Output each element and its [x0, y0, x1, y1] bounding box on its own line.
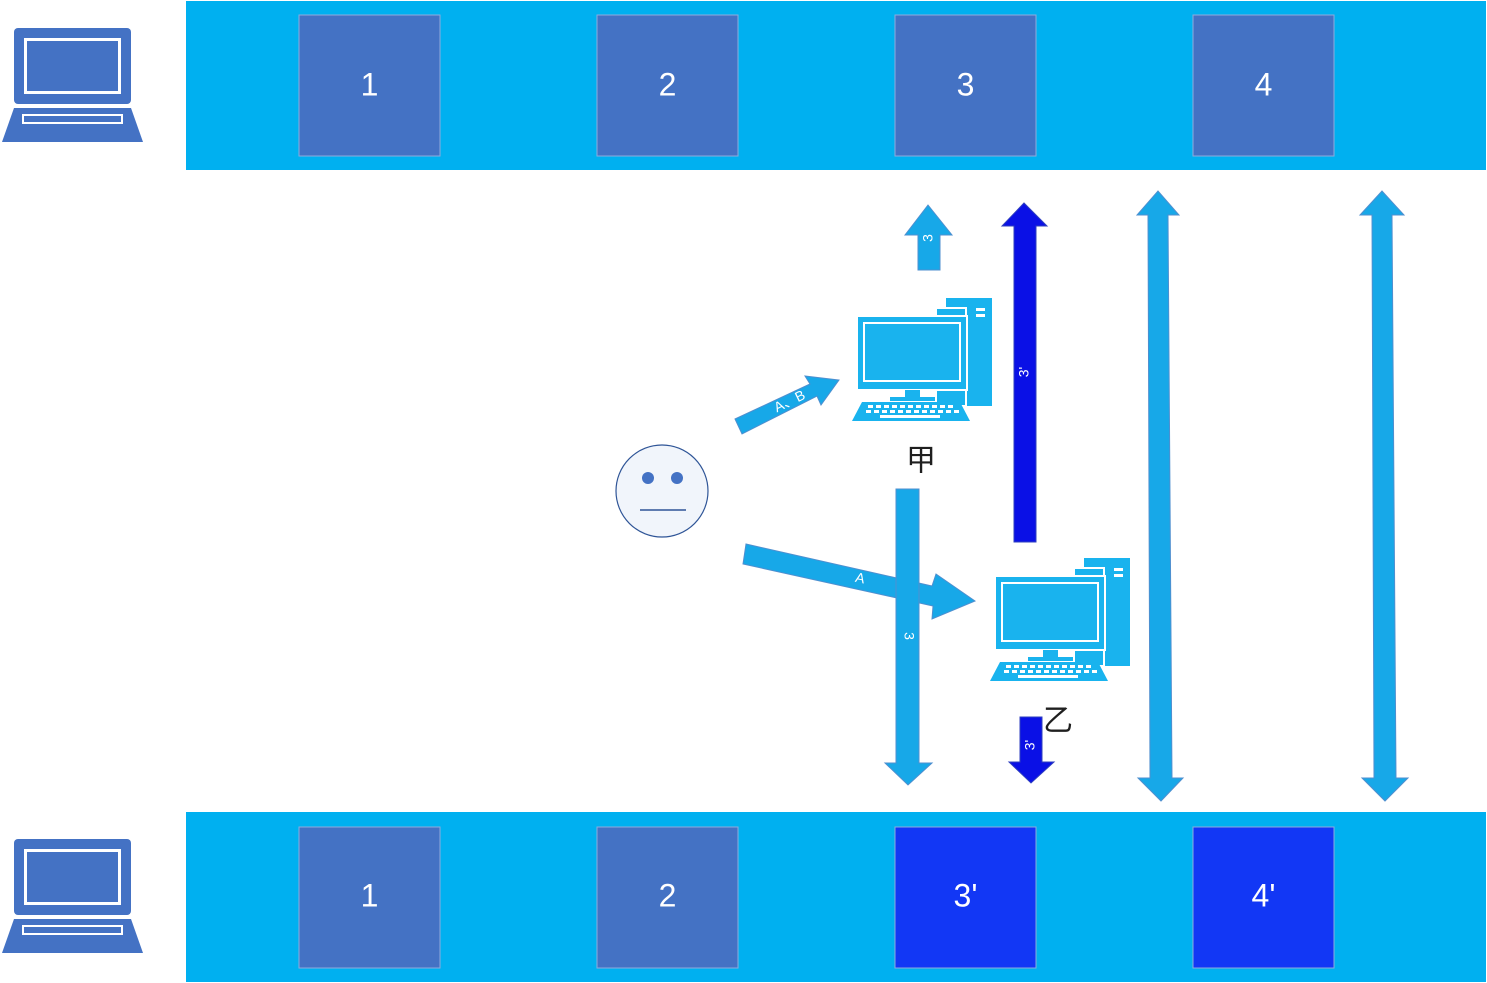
laptop-icon	[2, 28, 143, 142]
desktop-computer-icon	[990, 558, 1130, 681]
computer-yi-label: 乙	[1043, 704, 1073, 739]
bottom-block-4-label: 4'	[1252, 877, 1276, 913]
bottom-block-1-label: 1	[361, 877, 379, 913]
arrow-jia-down: 3	[883, 488, 934, 786]
bottom-block-3-label: 3'	[954, 877, 978, 913]
arrow-jia-up-label: 3	[920, 234, 936, 242]
bottom-block-1: 1	[298, 826, 441, 969]
top-block-4-label: 4	[1255, 66, 1273, 102]
top-block-4: 4	[1192, 14, 1335, 157]
arrow-yi-up: 3'	[1000, 202, 1049, 543]
top-block-2-label: 2	[659, 66, 677, 102]
arrow-user-to-jia-label: A、B	[771, 386, 807, 415]
arrow-yi-up-label: 3'	[1016, 367, 1032, 377]
arrow-yi-down-label: 3'	[1022, 740, 1038, 750]
top-block-2: 2	[596, 14, 739, 157]
bottom-block-3-modified: 3'	[894, 826, 1037, 969]
arrow-yi-down: 3'	[1007, 716, 1056, 784]
top-block-3-label: 3	[957, 66, 975, 102]
arrow-jia-down-label: 3	[901, 632, 917, 640]
desktop-computer-icon	[852, 298, 992, 421]
arrow-user-to-yi: A	[742, 543, 977, 620]
arrow-user-to-yi-label: A	[854, 569, 867, 587]
double-arrow-left	[1135, 190, 1185, 802]
bottom-block-2: 2	[596, 826, 739, 969]
double-arrow-right	[1358, 190, 1410, 802]
laptop-icon	[2, 839, 143, 953]
arrow-jia-up: 3	[903, 204, 954, 271]
neutral-face-icon	[615, 444, 709, 538]
top-block-1: 1	[298, 14, 441, 157]
computer-jia-label: 甲	[906, 444, 936, 479]
top-block-3: 3	[894, 14, 1037, 157]
top-block-1-label: 1	[361, 66, 379, 102]
bottom-block-2-label: 2	[659, 877, 677, 913]
arrow-user-to-jia: A、B	[734, 375, 840, 435]
bottom-block-4-modified: 4'	[1192, 826, 1335, 969]
